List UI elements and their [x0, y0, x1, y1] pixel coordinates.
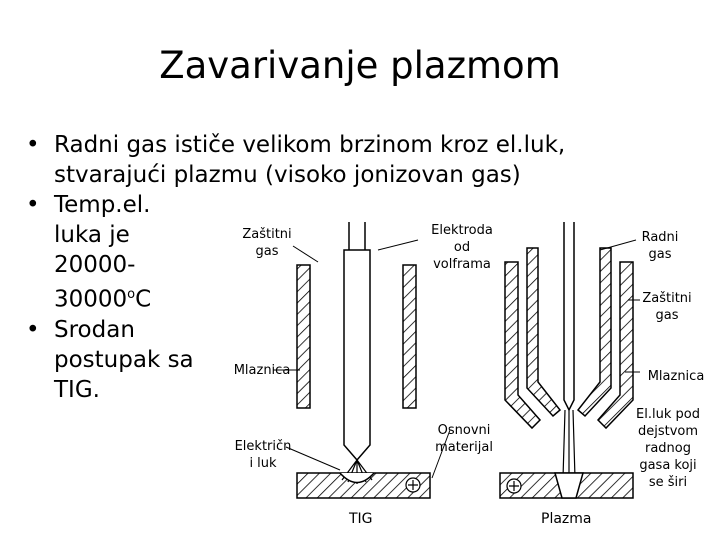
label-line: volframa	[433, 257, 491, 272]
label-line: i luk	[249, 456, 277, 471]
label-zastitni-gas-right: Zaštitni gas	[632, 290, 702, 324]
label-line: gas	[648, 247, 672, 262]
tig-electrode	[348, 222, 366, 250]
label-zastitni-gas-left: Zaštitni gas	[233, 226, 301, 260]
label-line: dejstvom	[637, 424, 699, 439]
temperature-value: 30000	[54, 286, 128, 313]
bullet-2-line-4: 30000oC	[54, 280, 626, 315]
label-radni-gas: Radni gas	[630, 229, 690, 263]
plasma-torch	[504, 222, 634, 480]
plasma-outer-nozzle-left	[504, 261, 542, 430]
bullet-list: • Radni gas ističe velikom brzinom kroz …	[26, 130, 626, 405]
bullet-3: • Srodan postupak sa TIG.	[26, 315, 626, 405]
label-line: gasa koji	[639, 458, 697, 473]
bullet-dot: •	[26, 192, 40, 218]
label-line: Električn	[234, 439, 292, 454]
plasma-base-plate	[499, 472, 634, 499]
plasma-inner-nozzle-right	[576, 247, 612, 418]
bullet-3-line-1: Srodan	[54, 316, 135, 343]
label-mlaznica-right: Mlaznica	[647, 369, 705, 384]
plasma-electrode	[563, 222, 575, 412]
label-el-luk-description: El.luk pod dejstvom radnog gasa koji se …	[628, 406, 708, 491]
tig-nozzle-right-wall	[402, 264, 417, 409]
label-line: gas	[255, 244, 279, 259]
label-line: materijal	[435, 440, 493, 455]
temperature-unit: C	[135, 286, 152, 313]
bullet-1: • Radni gas ističe velikom brzinom kroz …	[26, 130, 626, 190]
tig-electrode-body	[343, 249, 371, 462]
degree-superscript: o	[127, 287, 136, 302]
plasma-inner-nozzle-left	[526, 247, 562, 418]
plasma-outer-nozzle-right	[596, 261, 634, 430]
bullet-2-line-3: 20000-	[54, 252, 136, 278]
bullet-dot: •	[26, 316, 40, 343]
label-line: El.luk pod	[636, 407, 700, 422]
tig-torch	[296, 222, 417, 484]
bullet-dot: •	[26, 132, 40, 158]
bullet-3-line-2: postupak sa	[54, 346, 194, 373]
label-line: radnog	[644, 441, 691, 456]
label-line: se širi	[648, 475, 688, 490]
label-osnovni-materijal: Osnovni materijal	[424, 422, 504, 456]
label-line: od	[453, 240, 471, 255]
label-line: Elektroda	[431, 223, 493, 238]
label-line: Radni	[641, 230, 679, 245]
label-line: gas	[655, 308, 679, 323]
bullet-3-line-3: TIG.	[54, 376, 100, 403]
bullet-2-line-2: luka je	[54, 222, 130, 248]
tig-arc	[341, 459, 373, 484]
bullet-1-line-2: stvarajući plazmu (visoko jonizovan gas)	[54, 162, 521, 188]
tig-nozzle-left-wall	[296, 264, 311, 409]
label-line: Osnovni	[437, 423, 491, 438]
tig-base-plate	[296, 472, 431, 499]
bullet-1-line-1: Radni gas ističe velikom brzinom kroz el…	[54, 132, 566, 158]
label-mlaznica-left: Mlaznica	[233, 363, 291, 378]
caption-plazma: Plazma	[541, 511, 592, 527]
plasma-jet	[562, 409, 576, 480]
slide-title: Zavarivanje plazmom	[159, 44, 561, 87]
bullet-2: • Temp.el. luka je 20000- 30000oC	[26, 190, 626, 315]
label-line: Zaštitni	[242, 227, 292, 242]
caption-tig: TIG	[349, 511, 373, 527]
leader-lines	[273, 239, 640, 479]
label-elektricni-luk: Električn i luk	[229, 438, 297, 472]
label-elektroda: Elektroda od volframa	[418, 222, 506, 273]
bullet-2-line-1: Temp.el.	[54, 192, 151, 218]
label-line: Zaštitni	[642, 291, 692, 306]
